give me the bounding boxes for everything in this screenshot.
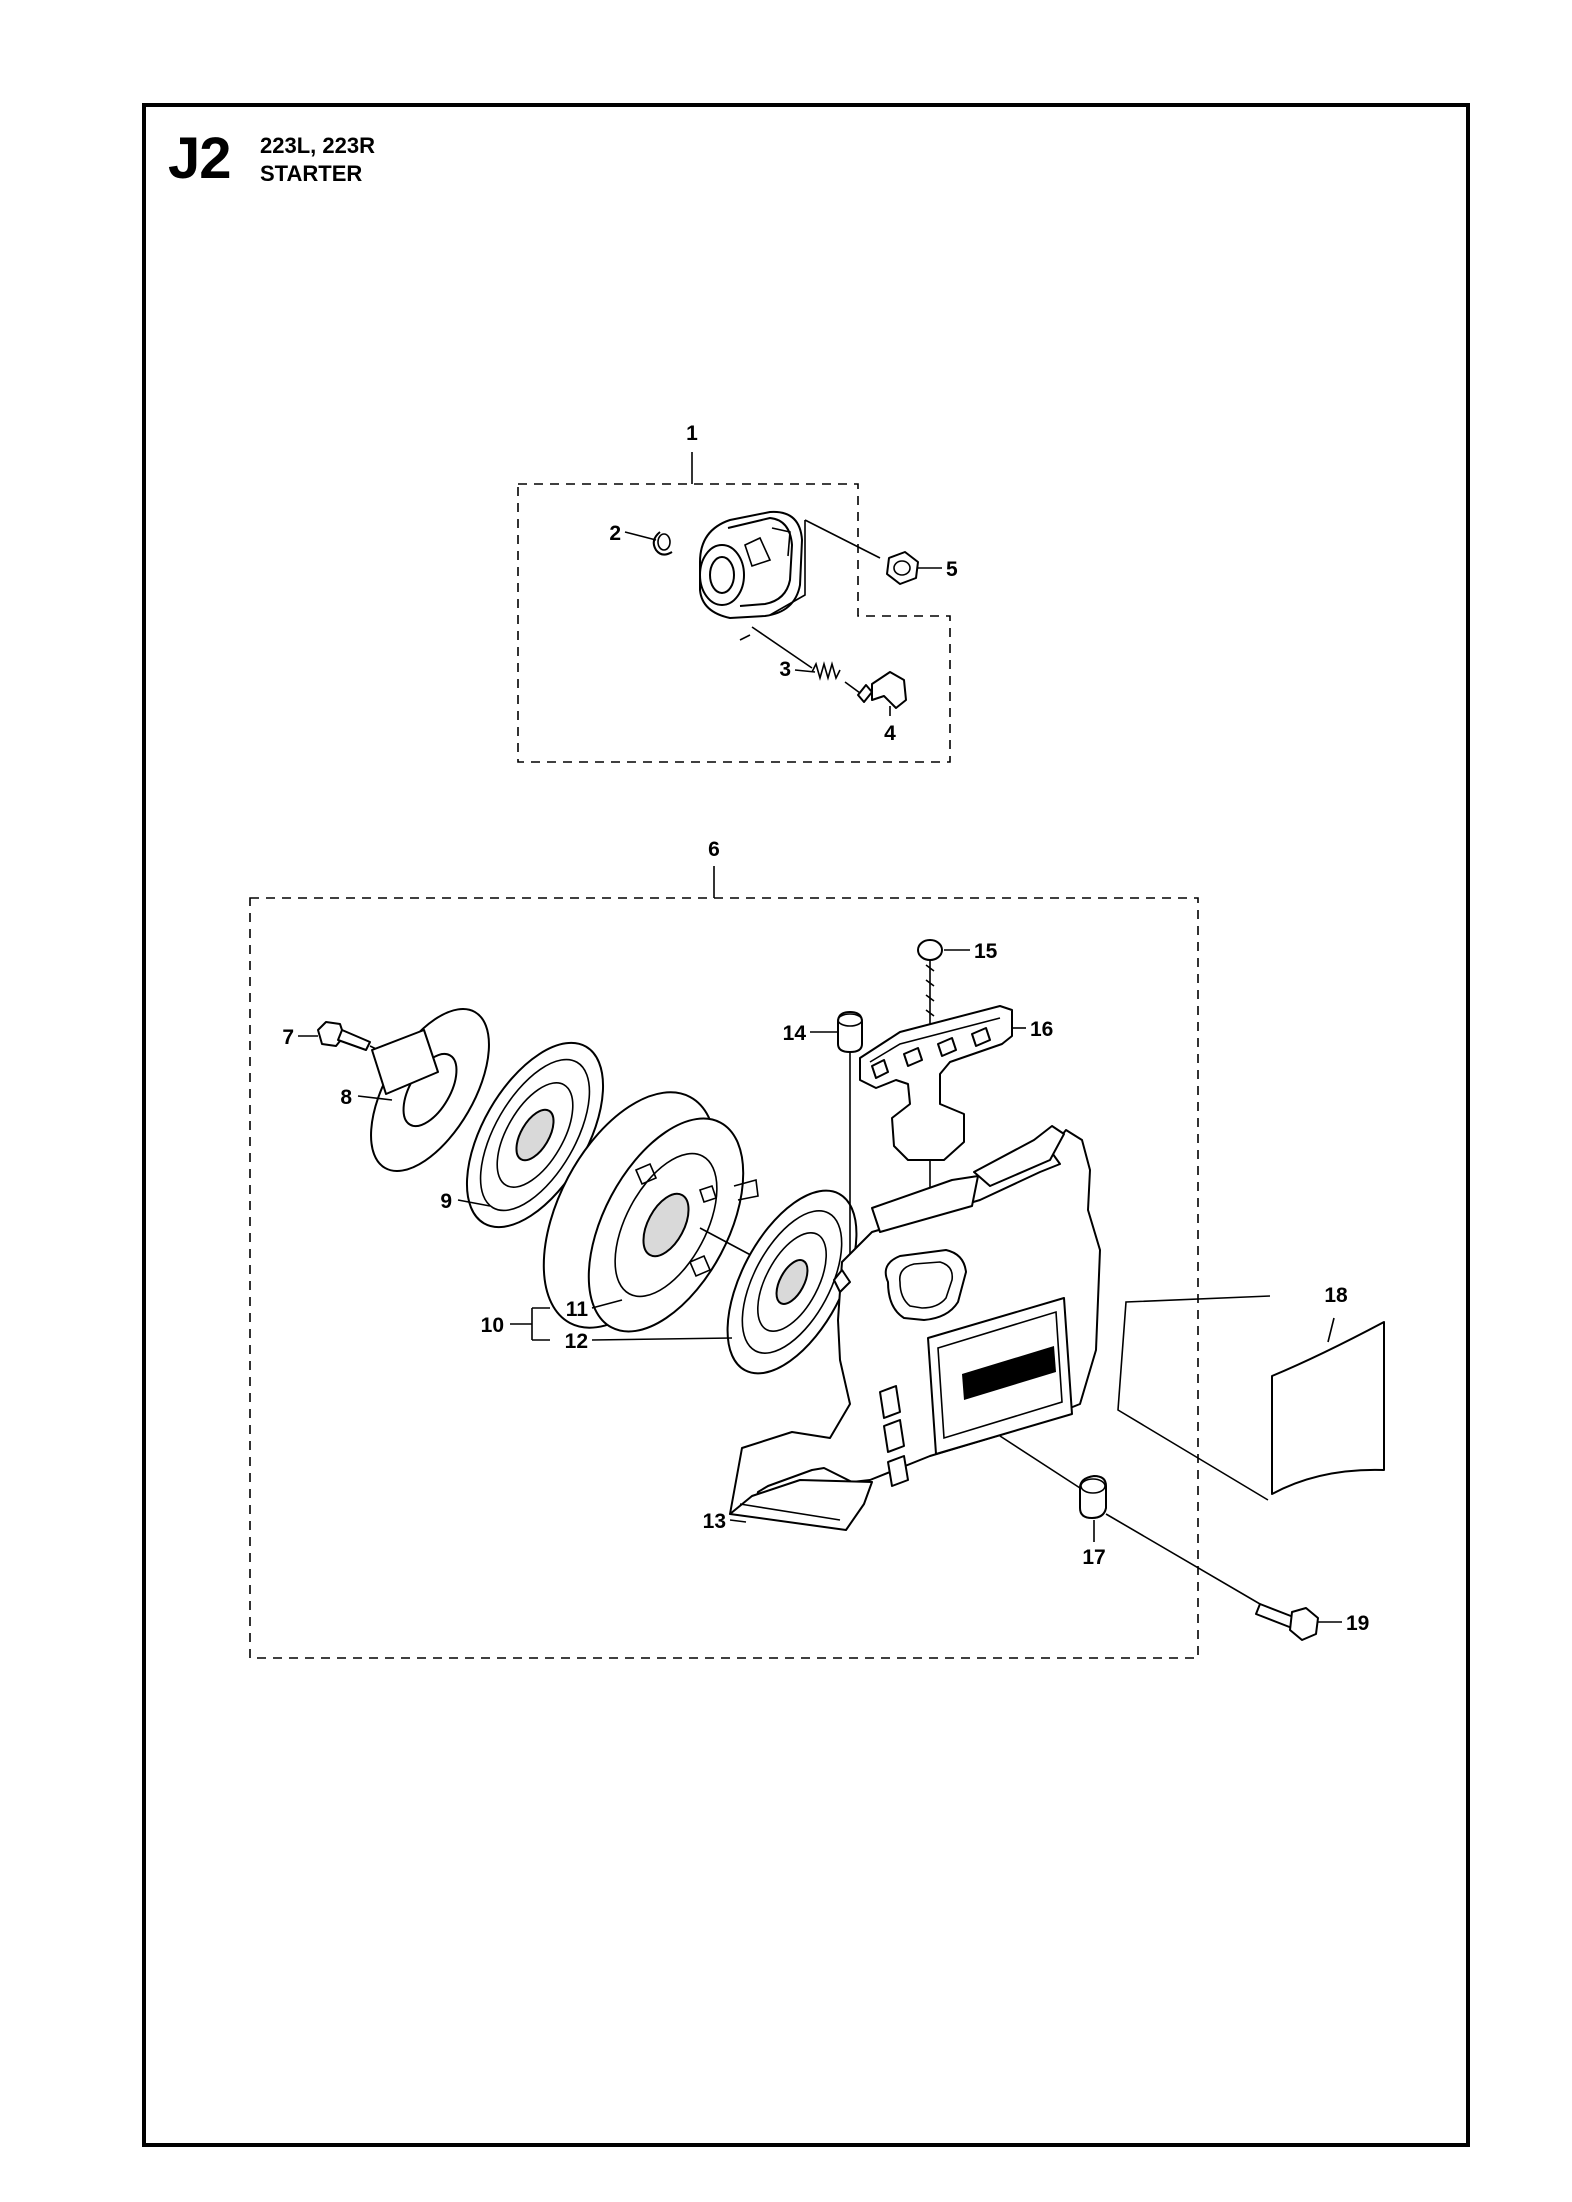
- section-code: J2: [168, 126, 232, 191]
- return-spring-part: [726, 1178, 858, 1375]
- assembly-6-group: [249, 866, 1261, 1659]
- assembly-1-group: [517, 452, 951, 763]
- leader-lines: [298, 531, 1342, 1623]
- decal-part: [1117, 1295, 1385, 1501]
- callout-15: 15: [974, 940, 998, 963]
- callout-4: 4: [884, 722, 896, 745]
- callout-5: 5: [946, 558, 958, 581]
- callout-17: 17: [1082, 1546, 1105, 1569]
- callout-8: 8: [340, 1086, 352, 1109]
- clip-part: [652, 531, 673, 556]
- rope-pulley-part: [542, 1091, 745, 1333]
- callout-19: 19: [1346, 1612, 1369, 1635]
- callout-12: 12: [565, 1330, 588, 1353]
- callout-2: 2: [609, 522, 621, 545]
- pulley-disc-part: [370, 1008, 490, 1172]
- callout-18: 18: [1324, 1284, 1348, 1307]
- callout-7: 7: [282, 1026, 294, 1049]
- section-title: STARTER: [260, 161, 363, 186]
- callout-labels: 1 2 3 4 5 6 7 8 9 10 11 12 13 14 15 16 1…: [282, 422, 1369, 1635]
- page-frame: [142, 103, 1470, 2147]
- model-list: 223L, 223R: [260, 133, 375, 158]
- callout-14: 14: [783, 1022, 807, 1045]
- assembly-6-boundary: [249, 897, 1199, 1659]
- starter-handle-part: [859, 1005, 1013, 1161]
- callout-3: 3: [779, 658, 791, 681]
- bushing-part: [1079, 1475, 1107, 1519]
- starter-housing-part: [729, 1125, 1101, 1531]
- spring-part: [751, 626, 841, 681]
- callout-11: 11: [566, 1298, 589, 1321]
- callout-16: 16: [1030, 1018, 1053, 1041]
- callout-9: 9: [440, 1190, 452, 1213]
- screw-part: [1255, 1603, 1319, 1641]
- sleeve-part: [837, 1011, 863, 1053]
- nut-part: [886, 551, 919, 585]
- spring-housing-part: [465, 1041, 605, 1229]
- bolt-part: [317, 1021, 371, 1051]
- assembly-1-boundary: [517, 483, 951, 763]
- pawl-carrier-part: [699, 510, 803, 619]
- callout-13: 13: [703, 1510, 726, 1533]
- callout-1: 1: [686, 422, 698, 445]
- pawl-part: [844, 671, 907, 709]
- callout-10: 10: [481, 1314, 504, 1337]
- callout-6: 6: [708, 838, 720, 861]
